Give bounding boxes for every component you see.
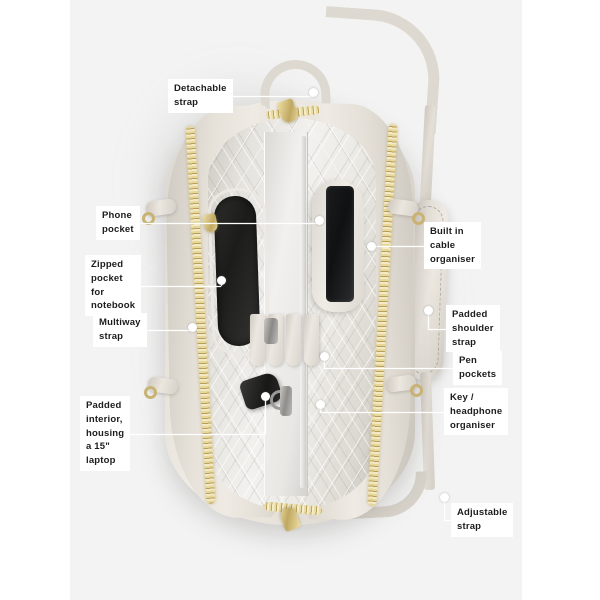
callout-marker-padded-interior-laptop xyxy=(260,391,270,401)
d-ring-lower-left xyxy=(144,386,157,399)
leader-line-detachable-strap xyxy=(233,96,313,97)
callout-label-padded-interior-laptop: Padded interior, housing a 15" laptop xyxy=(80,396,131,471)
pen-loop xyxy=(250,314,265,366)
leader-line-zipped-pocket-notebook xyxy=(141,285,221,287)
callout-label-zipped-pocket-notebook: Zipped pocket for notebook xyxy=(85,255,142,317)
laptop-edge xyxy=(300,136,306,488)
callout-label-detachable-strap: Detachable strap xyxy=(168,79,233,113)
callout-label-pen-pockets: Pen pockets xyxy=(453,351,503,385)
pen-loop xyxy=(304,314,319,366)
leader-line-jog-adjustable-strap xyxy=(444,497,445,520)
leader-line-key-headphone-organiser xyxy=(320,411,444,413)
leader-line-built-in-cable-organiser xyxy=(371,245,424,247)
cable-organiser-clip xyxy=(264,318,278,344)
leader-line-phone-pocket xyxy=(140,223,319,224)
pen-pockets-group xyxy=(250,314,324,372)
key-organiser-clip xyxy=(280,386,292,416)
callout-label-key-headphone-organiser: Key / headphone organiser xyxy=(444,388,509,436)
callout-marker-multiway-strap xyxy=(187,322,197,332)
leader-line-multiway-strap xyxy=(147,330,192,331)
callout-marker-phone-pocket xyxy=(314,215,324,225)
leader-line-padded-interior-laptop xyxy=(130,433,265,435)
d-ring-lower-right xyxy=(410,384,423,397)
product-photo xyxy=(70,0,522,600)
callout-label-multiway-strap: Multiway strap xyxy=(93,313,147,347)
callout-marker-zipped-pocket-notebook xyxy=(216,275,226,285)
callout-marker-detachable-strap xyxy=(308,87,318,97)
callout-marker-adjustable-strap xyxy=(439,492,449,502)
leader-line-jog-padded-interior-laptop xyxy=(265,396,266,434)
callout-label-adjustable-strap: Adjustable strap xyxy=(451,503,514,537)
pen-loop xyxy=(286,314,301,366)
leader-line-pen-pockets xyxy=(324,368,453,369)
leader-line-jog-padded-shoulder-strap xyxy=(428,310,429,329)
callout-label-padded-shoulder-strap: Padded shoulder strap xyxy=(446,305,500,353)
callout-marker-key-headphone-organiser xyxy=(315,399,325,409)
d-ring-upper-right xyxy=(412,212,425,225)
leader-line-padded-shoulder-strap xyxy=(428,328,446,330)
callout-label-built-in-cable-organiser: Built in cable organiser xyxy=(424,222,482,270)
callout-label-phone-pocket: Phone pocket xyxy=(96,206,140,240)
leader-line-jog-pen-pockets xyxy=(324,356,325,368)
callout-marker-padded-shoulder-strap xyxy=(423,305,433,315)
callout-marker-pen-pockets xyxy=(319,351,329,361)
bag-handle xyxy=(259,58,331,110)
leader-line-adjustable-strap xyxy=(444,520,451,521)
laptop-bag xyxy=(70,0,522,600)
phone-in-pocket xyxy=(326,186,354,302)
bag-interior xyxy=(208,118,376,510)
callout-marker-built-in-cable-organiser xyxy=(366,241,376,251)
